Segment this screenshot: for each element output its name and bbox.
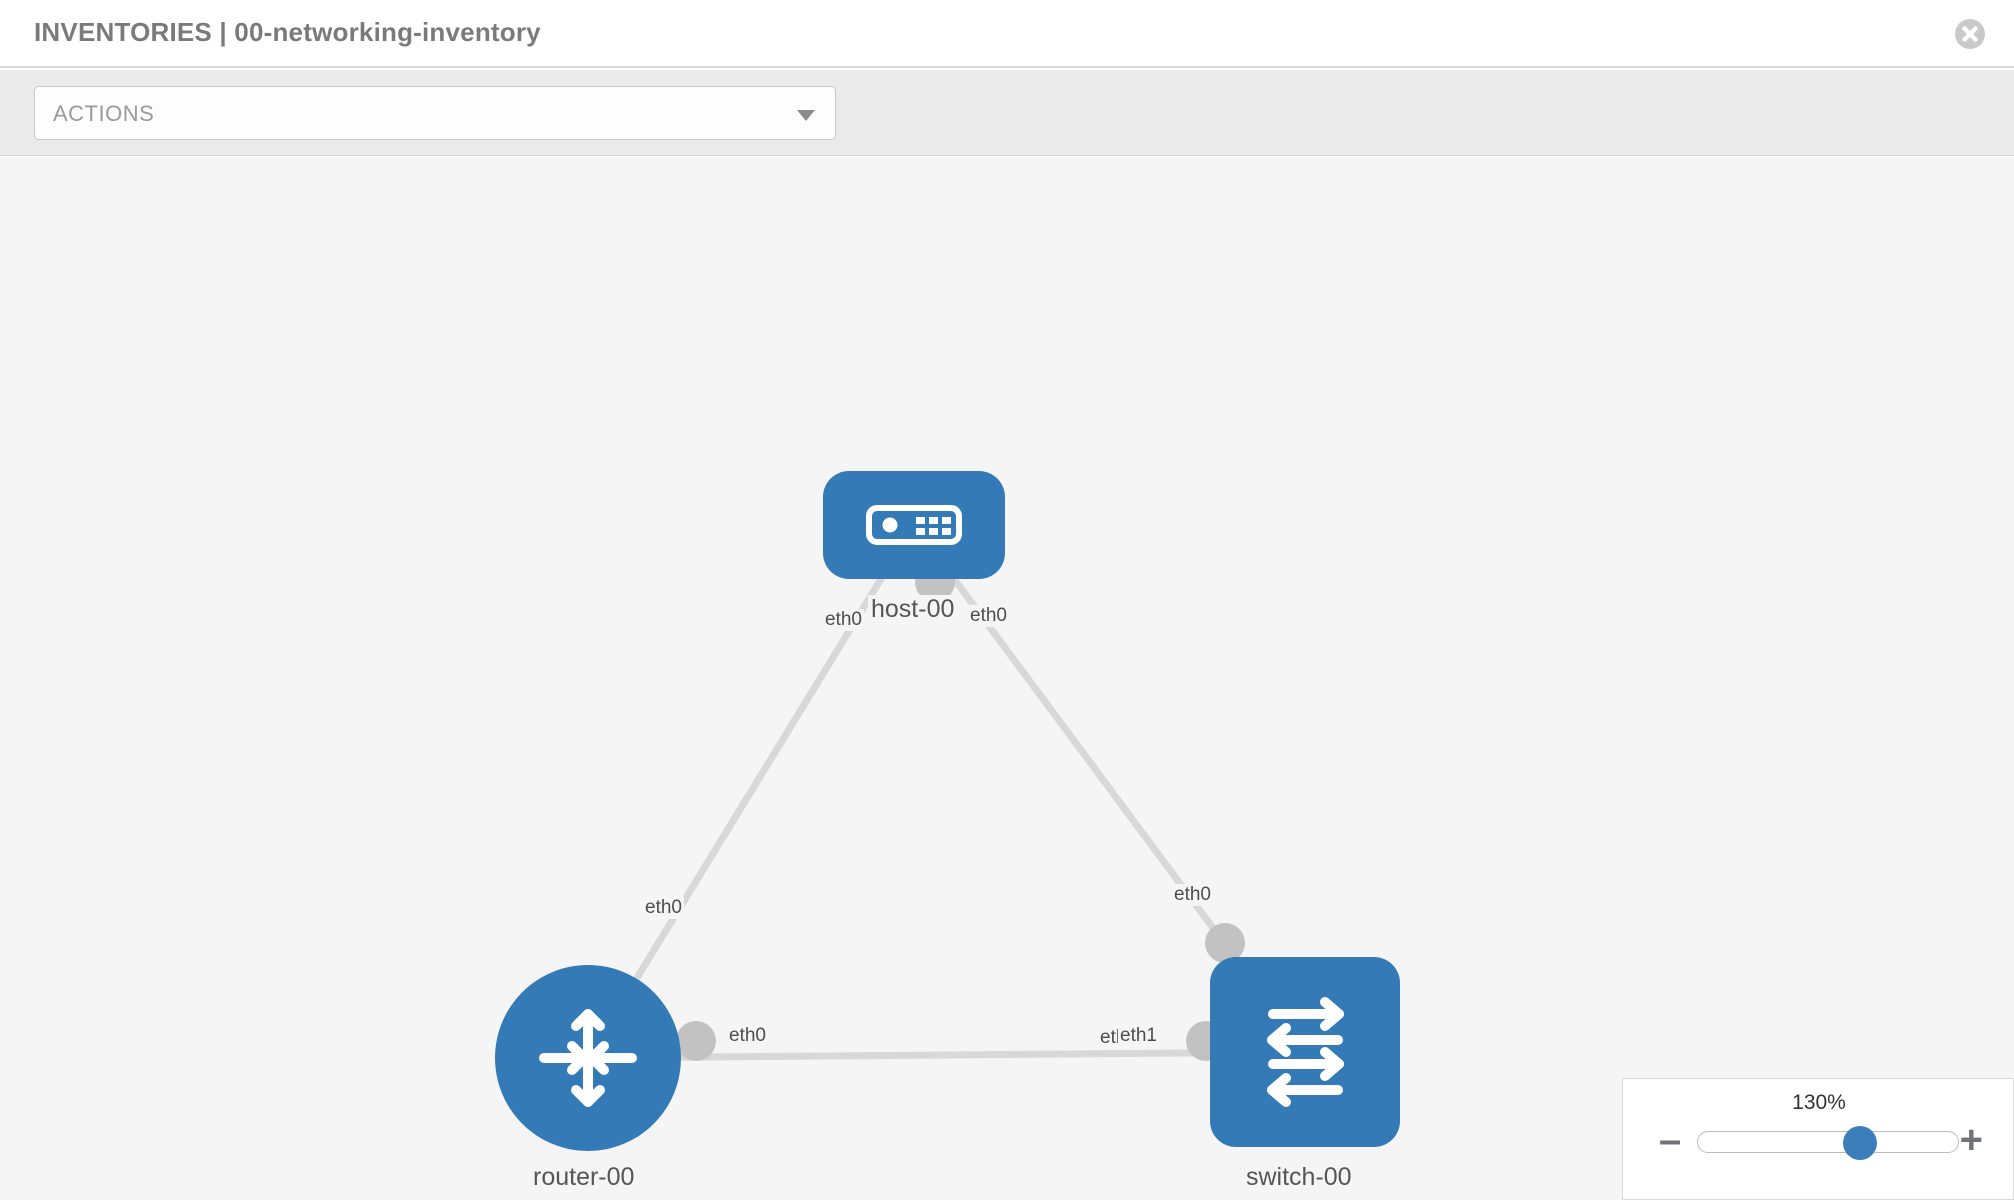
topology-node-host-00[interactable]: [823, 471, 1005, 579]
page-title: INVENTORIES | 00-networking-inventory: [34, 17, 541, 47]
chevron-down-icon: [797, 110, 815, 121]
interface-label: eth0: [727, 1025, 768, 1047]
zoom-level-value: 130%: [1792, 1091, 1846, 1114]
router-arrows-icon: [539, 1009, 637, 1107]
link-endpoint-dot: [1205, 923, 1245, 963]
topology-node-label-router-00: router-00: [530, 1163, 638, 1192]
interface-label: eth0: [643, 897, 684, 919]
toolbar: ACTIONS SEARCH: [0, 70, 2014, 210]
topology-node-label-switch-00: switch-00: [1243, 1163, 1355, 1192]
zoom-control-panel: 130% – +: [1622, 1078, 2014, 1200]
actions-dropdown[interactable]: ACTIONS: [34, 86, 836, 140]
topology-links: [585, 522, 1308, 1062]
zoom-slider-thumb[interactable]: [1843, 1126, 1878, 1160]
close-icon[interactable]: [1954, 18, 1986, 50]
actions-dropdown-label: ACTIONS: [53, 101, 155, 126]
interface-label: eth0: [823, 609, 864, 631]
interface-label: eth0: [1172, 884, 1213, 906]
interface-label: eth0: [968, 605, 1009, 627]
interface-label: eth1: [1118, 1025, 1159, 1047]
zoom-in-button[interactable]: +: [1959, 1118, 1983, 1162]
page-header: INVENTORIES | 00-networking-inventory: [0, 0, 2014, 68]
server-icon: [866, 505, 962, 545]
switch-arrows-icon: [1266, 996, 1344, 1107]
topology-node-switch-00[interactable]: [1210, 957, 1400, 1147]
link-endpoint-dot: [676, 1021, 716, 1061]
topology-canvas[interactable]: host-00 router-00: [0, 157, 2014, 1200]
topology-node-label-host-00: host-00: [868, 595, 958, 624]
zoom-slider-track[interactable]: [1697, 1126, 1959, 1160]
zoom-out-button[interactable]: –: [1659, 1118, 1682, 1162]
topology-node-router-00[interactable]: [495, 965, 681, 1151]
